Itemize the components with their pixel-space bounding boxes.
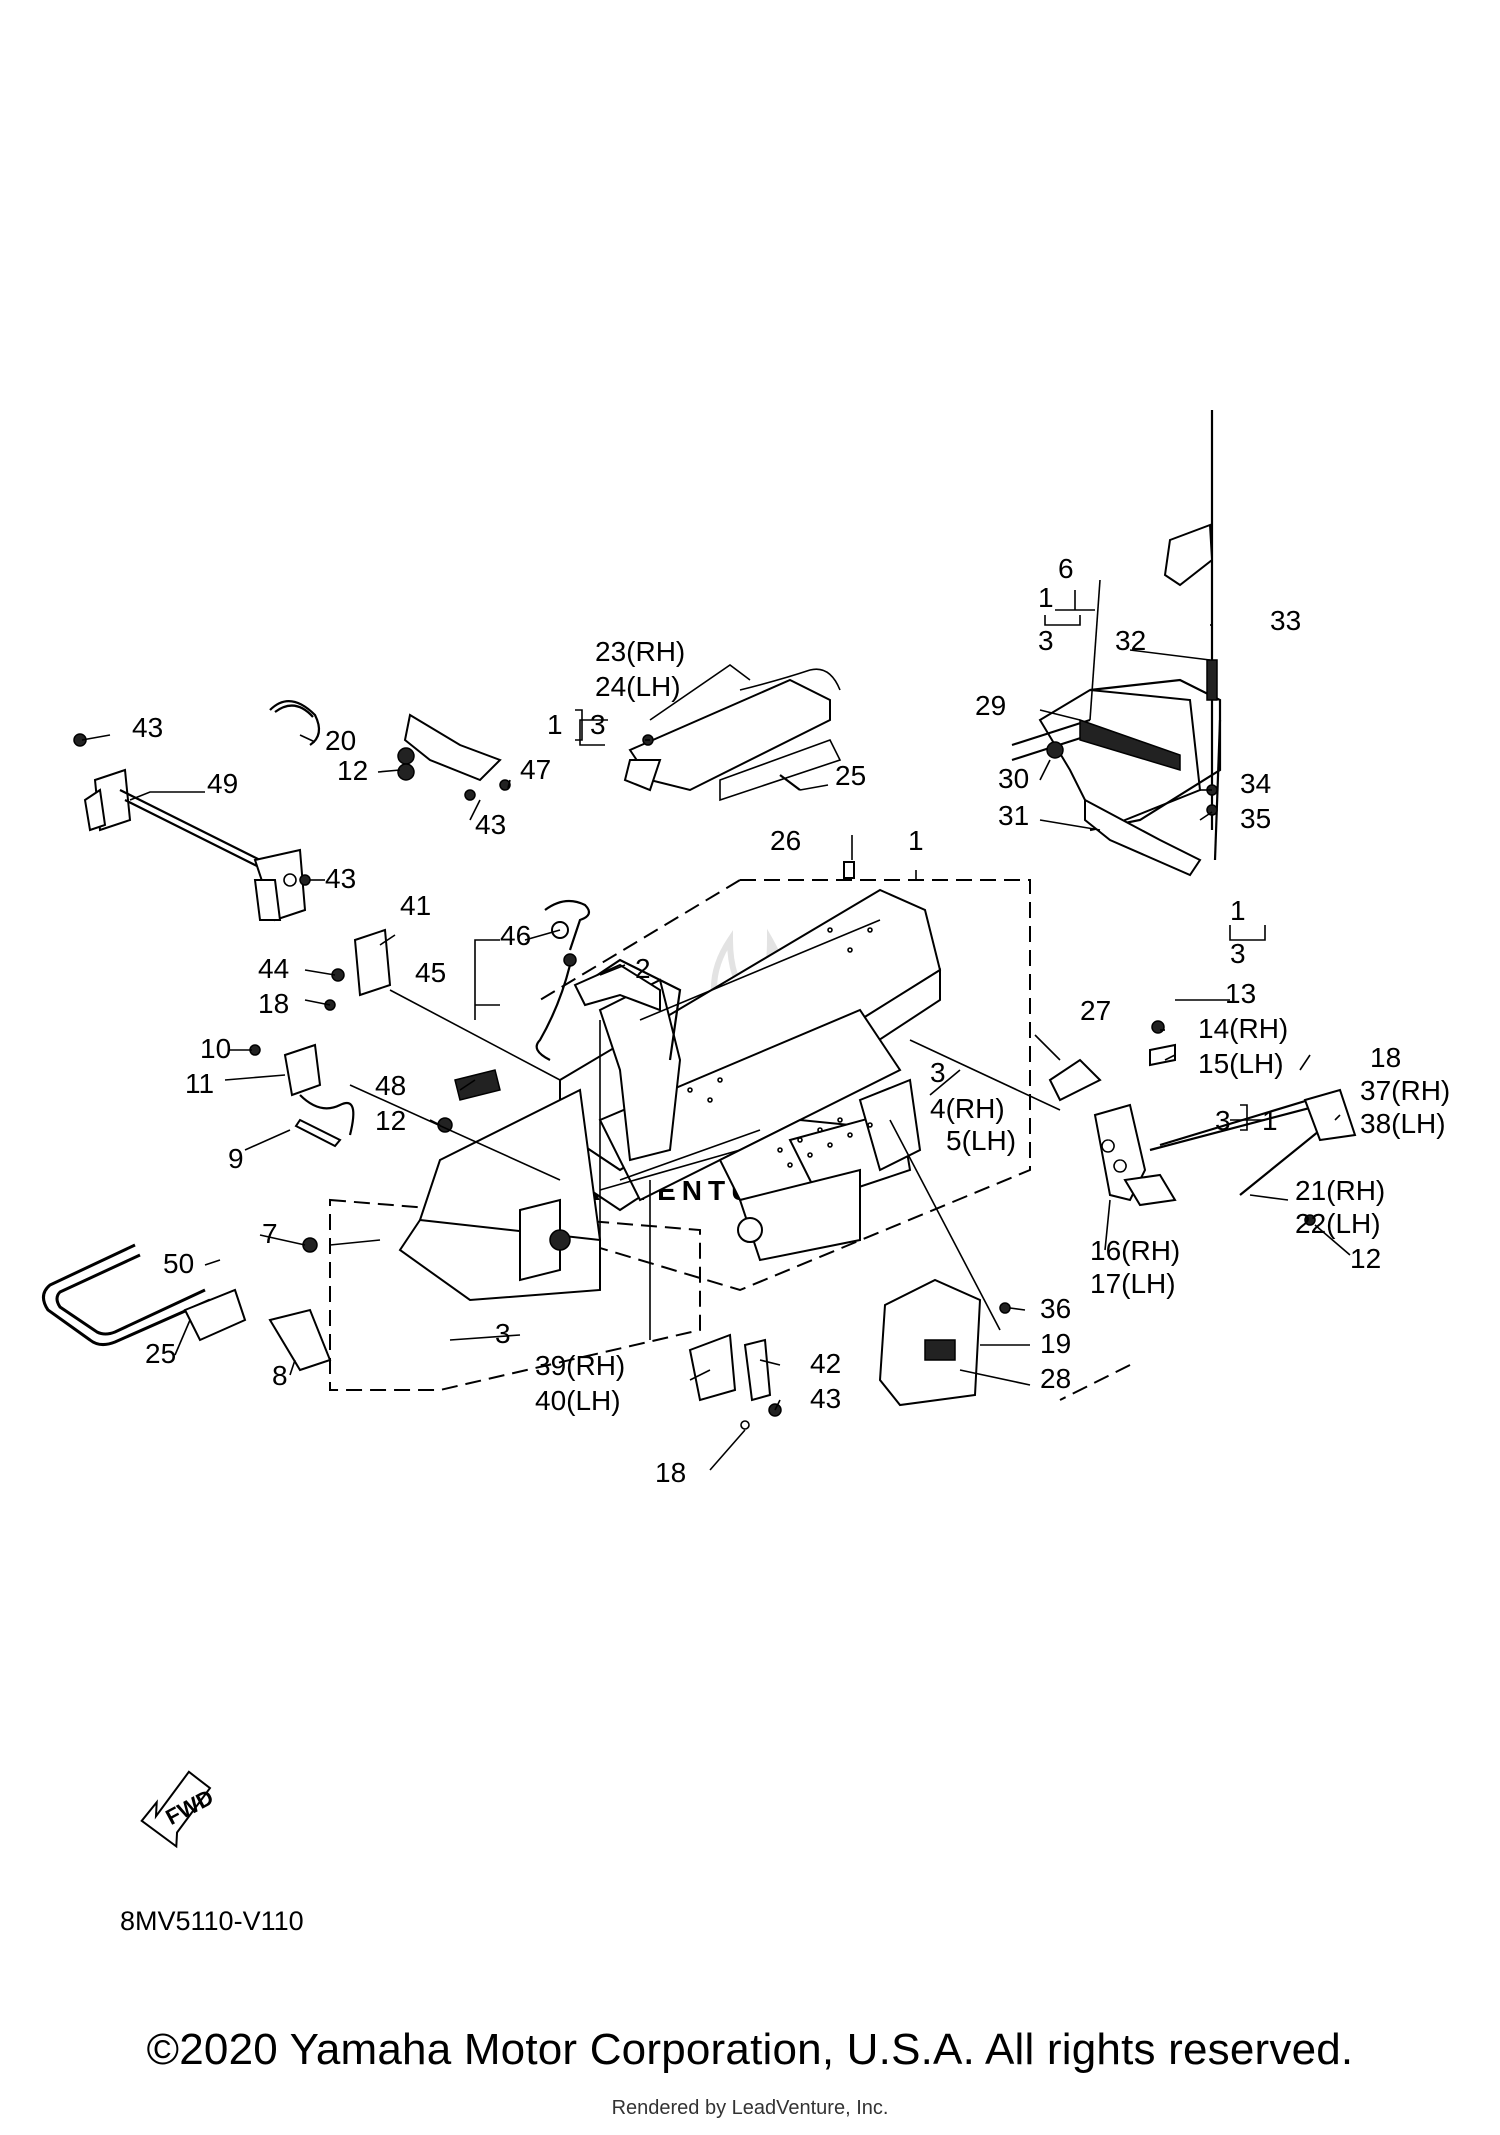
part-8-bracket	[268, 1308, 332, 1372]
callout-44: 44	[258, 953, 289, 984]
callout-22: 22(LH)	[1295, 1208, 1381, 1239]
callout-49: 49	[207, 768, 238, 799]
callout-46: 46	[500, 920, 531, 951]
callout-4: 4(RH)	[930, 1093, 1005, 1124]
callout-14: 14(RH)	[1198, 1013, 1288, 1044]
callout-3d: 3	[1230, 938, 1246, 969]
rendered-by-notice: Rendered by LeadVenture, Inc.	[611, 2097, 889, 2119]
callout-26: 26	[770, 825, 801, 856]
callout-17: 17(LH)	[1090, 1268, 1176, 1299]
callout-12c: 12	[1350, 1243, 1381, 1274]
callout-20: 20	[325, 725, 356, 756]
callout-21: 21(RH)	[1295, 1175, 1385, 1206]
frame-chassis	[398, 888, 942, 1302]
callout-12a: 12	[337, 755, 368, 786]
callout-43c: 43	[475, 809, 506, 840]
part-41-bracket	[324, 928, 392, 1011]
callout-18c: 18	[655, 1457, 686, 1488]
callout-43b: 43	[325, 863, 356, 894]
callout-24: 24(LH)	[595, 671, 681, 702]
callout-5: 5(LH)	[946, 1125, 1016, 1156]
callout-3f: 3	[495, 1318, 511, 1349]
callout-7: 7	[262, 1218, 278, 1249]
callout-brackets	[575, 615, 1266, 1131]
fwd-arrow-icon: FWD	[140, 1770, 217, 1849]
callout-35: 35	[1240, 803, 1271, 834]
callout-32: 32	[1115, 625, 1146, 656]
callout-42: 42	[810, 1348, 841, 1379]
callout-3e: 3	[1215, 1105, 1231, 1136]
callout-33: 33	[1270, 605, 1301, 636]
callout-28: 28	[1040, 1363, 1071, 1394]
callout-23: 23(RH)	[595, 636, 685, 667]
part-25-pin	[779, 774, 801, 791]
callout-45: 45	[415, 957, 446, 988]
copyright-notice: ©2020 Yamaha Motor Corporation, U.S.A. A…	[146, 2025, 1354, 2074]
callout-11: 11	[185, 1068, 214, 1099]
callout-15: 15(LH)	[1198, 1048, 1284, 1079]
part-11-switch	[249, 1043, 355, 1136]
rear-rack-assembly	[1011, 410, 1222, 877]
callout-40: 40(LH)	[535, 1385, 621, 1416]
callout-47: 47	[520, 754, 551, 785]
leader-lines	[81, 579, 1351, 1471]
callout-1c: 1	[1038, 582, 1054, 613]
part-19-guard	[878, 1278, 1011, 1407]
callout-12b: 12	[375, 1105, 406, 1136]
part-20-clamp	[269, 700, 321, 746]
callout-50: 50	[163, 1248, 194, 1279]
callout-30: 30	[998, 763, 1029, 794]
callout-36: 36	[1040, 1293, 1071, 1324]
callout-13: 13	[1225, 978, 1256, 1009]
callout-10: 10	[200, 1033, 231, 1064]
part-48-plate	[437, 1069, 501, 1133]
callout-2: 2	[635, 953, 651, 984]
part-27-flap	[1048, 1058, 1102, 1102]
callout-25b: 25	[145, 1338, 176, 1369]
part-2-bracket	[573, 963, 661, 1012]
part-49-rod-assembly	[73, 733, 311, 922]
callout-43a: 43	[132, 712, 163, 743]
part-39-bracket	[688, 1333, 782, 1430]
part-50-handle	[42, 1243, 247, 1347]
part-46-tether	[535, 899, 591, 1061]
callout-1d: 1	[1230, 895, 1246, 926]
part-26-nut	[843, 861, 855, 879]
callout-1a: 1	[547, 709, 563, 740]
callout-43d: 43	[810, 1383, 841, 1414]
part-9-strip	[294, 1118, 342, 1148]
callout-3b: 3	[1038, 625, 1054, 656]
callout-25a: 25	[835, 760, 866, 791]
callout-31: 31	[998, 800, 1029, 831]
part-47-bracket	[397, 713, 511, 801]
callout-9: 9	[228, 1143, 244, 1174]
callout-34: 34	[1240, 768, 1271, 799]
callout-27: 27	[1080, 995, 1111, 1026]
part-16-footrest	[1093, 1020, 1357, 1226]
callout-41: 41	[400, 890, 431, 921]
callout-37: 37(RH)	[1360, 1075, 1450, 1106]
diagram-code: 8MV5110-V110	[120, 1906, 304, 1936]
callout-38: 38(LH)	[1360, 1108, 1446, 1139]
callout-3c: 3	[930, 1057, 946, 1088]
callout-6: 6	[1058, 553, 1074, 584]
part-7-bolt	[302, 1237, 318, 1253]
callout-1b: 1	[908, 825, 924, 856]
callout-19: 19	[1040, 1328, 1071, 1359]
callout-18b: 18	[1370, 1042, 1401, 1073]
part-23-rail	[623, 668, 842, 802]
callout-labels: 43 49 43 20 12 47 43 23(RH) 24(LH) 1 3 2…	[132, 553, 1450, 1488]
callout-1e: 1	[1262, 1105, 1278, 1136]
callout-8: 8	[272, 1360, 288, 1391]
callout-3a: 3	[590, 709, 606, 740]
callout-16: 16(RH)	[1090, 1235, 1180, 1266]
callout-29: 29	[975, 690, 1006, 721]
callout-39: 39(RH)	[535, 1350, 625, 1381]
callout-48: 48	[375, 1070, 406, 1101]
callout-18a: 18	[258, 988, 289, 1019]
